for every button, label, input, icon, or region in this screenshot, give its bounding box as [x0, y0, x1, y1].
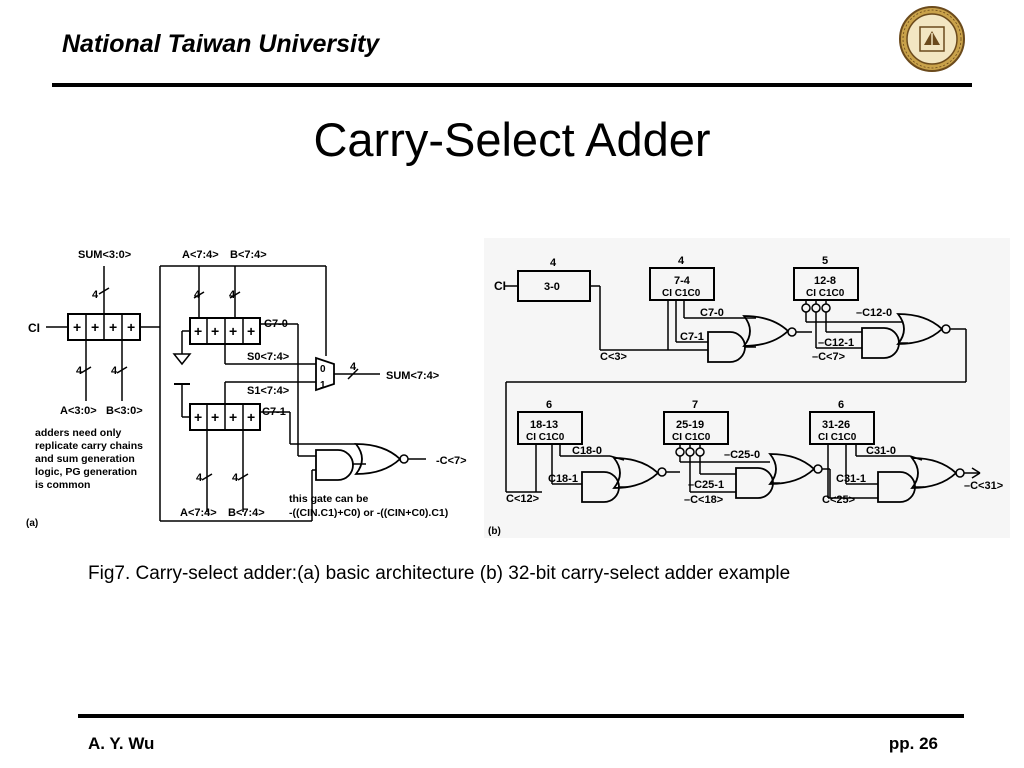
label-b-high-bottom: B<7:4>	[228, 507, 265, 519]
block-31-26-ports: CI C1C0	[818, 432, 857, 443]
label-ci: CI	[28, 321, 40, 335]
label-ci-b: CI	[494, 279, 506, 293]
slide-title: Carry-Select Adder	[313, 113, 711, 166]
note-line-5: is common	[35, 479, 90, 491]
header-rule	[52, 83, 972, 87]
label-c31-0: C31-0	[866, 445, 896, 457]
plus-h0-1: +	[194, 323, 202, 339]
label-s1: S1<7:4>	[247, 385, 289, 397]
carry-select-diagram: SUM<3:0> A<7:4> B<7:4> 4 4 4 CI + + + + …	[0, 236, 1024, 544]
tag-a: (a)	[26, 518, 38, 529]
block-7-4-width: 4	[678, 255, 685, 267]
gate-note-1: this gate can be	[289, 493, 369, 505]
label-c12-0: –C12-0	[856, 307, 892, 319]
label-width-mux: 4	[350, 361, 357, 373]
label-b-low: B<3:0>	[106, 405, 143, 417]
block-7-4	[649, 267, 715, 301]
plus-h0-2: +	[211, 323, 219, 339]
block-25-19-width: 7	[692, 399, 698, 411]
label-s0: S0<7:4>	[247, 351, 289, 363]
label-c18-0: C18-0	[572, 445, 602, 457]
plus-h0-3: +	[229, 323, 237, 339]
plus-h1-4: +	[247, 409, 255, 425]
label-sum-low: SUM<3:0>	[78, 249, 131, 261]
block-18-13	[517, 411, 583, 445]
label-c18: –C<18>	[684, 494, 723, 506]
block-31-26	[809, 411, 875, 445]
label-width-b-top: 4	[229, 289, 236, 301]
label-c18-1: C18-1	[548, 473, 578, 485]
plus-low-3: +	[109, 319, 117, 335]
note-line-4: logic, PG generation	[35, 466, 137, 478]
plus-h1-3: +	[229, 409, 237, 425]
label-c12-1: –C12-1	[818, 337, 854, 349]
plus-h1-2: +	[211, 409, 219, 425]
plus-low-2: +	[91, 319, 99, 335]
label-c7-out: -C<7>	[436, 455, 467, 467]
tag-b: (b)	[488, 526, 501, 537]
note-line-3: and sum generation	[35, 453, 135, 465]
block-25-19	[663, 411, 729, 445]
label-width-b-low: 4	[111, 365, 118, 377]
part-a-labels: SUM<3:0> A<7:4> B<7:4> 4 4 4 CI + + + + …	[26, 249, 467, 529]
label-c12: C<12>	[506, 493, 539, 505]
university-title: National Taiwan University	[62, 30, 380, 58]
label-c31: –C<31>	[964, 480, 1003, 492]
block-12-8-width: 5	[822, 255, 828, 267]
plus-low-1: +	[73, 319, 81, 335]
label-c7-1-b: C7-1	[680, 331, 704, 343]
label-width-a-bottom: 4	[196, 472, 203, 484]
label-width-sum-low: 4	[92, 289, 99, 301]
label-c3: C<3>	[600, 351, 627, 363]
label-c7-0-a: C7-0	[264, 318, 288, 330]
block-7-4-range: 7-4	[674, 275, 691, 287]
plus-h0-4: +	[247, 323, 255, 339]
label-c25-1: –C25-1	[688, 479, 724, 491]
label-mux-0: 0	[320, 364, 326, 375]
note-line-2: replicate carry chains	[35, 440, 143, 452]
part-a	[46, 265, 426, 522]
label-a-high-bottom: A<7:4>	[180, 507, 217, 519]
part-b	[505, 267, 981, 503]
university-seal-icon	[899, 6, 965, 72]
footer-page-number: pp. 26	[888, 734, 938, 753]
block-31-26-width: 6	[838, 399, 844, 411]
footer-author: A. Y. Wu	[88, 734, 155, 753]
block-3-0-width: 4	[550, 257, 557, 269]
label-b-high-top: B<7:4>	[230, 249, 267, 261]
figure-caption: Fig7. Carry-select adder:(a) basic archi…	[88, 563, 791, 584]
label-c7-1-a: C7-1	[262, 406, 286, 418]
block-31-26-range: 31-26	[822, 419, 850, 431]
label-c25: C<25>	[822, 494, 855, 506]
label-c25-0: –C25-0	[724, 449, 760, 461]
block-7-4-ports: CI C1C0	[662, 288, 701, 299]
plus-low-4: +	[127, 319, 135, 335]
part-b-labels: CI 4 3-0 4 7-4 CI C1C0 5 12-8 CI C1C0 C<…	[488, 255, 1003, 537]
label-c31-1: C31-1	[836, 473, 866, 485]
diagram-canvas: SUM<3:0> A<7:4> B<7:4> 4 4 4 CI + + + + …	[26, 238, 1010, 538]
label-width-b-bottom: 4	[232, 472, 239, 484]
label-width-a-low: 4	[76, 365, 83, 377]
footer-rule	[78, 714, 964, 718]
block-18-13-ports: CI C1C0	[526, 432, 565, 443]
note-line-1: adders need only	[35, 427, 122, 439]
label-a-low: A<3:0>	[60, 405, 97, 417]
block-25-19-range: 25-19	[676, 419, 704, 431]
block-12-8-ports: CI C1C0	[806, 288, 845, 299]
gate-note-2: -((CIN.C1)+C0) or -((CIN+C0).C1)	[289, 507, 448, 519]
label-sum-high: SUM<7:4>	[386, 370, 439, 382]
block-18-13-width: 6	[546, 399, 552, 411]
plus-h1-1: +	[194, 409, 202, 425]
block-25-19-ports: CI C1C0	[672, 432, 711, 443]
label-width-a-top: 4	[194, 289, 201, 301]
scan-background	[484, 238, 1010, 538]
label-a-high-top: A<7:4>	[182, 249, 219, 261]
label-mux-1: 1	[320, 380, 326, 391]
block-18-13-range: 18-13	[530, 419, 558, 431]
block-3-0-range: 3-0	[544, 281, 560, 293]
label-c7-b: –C<7>	[812, 351, 845, 363]
block-12-8-range: 12-8	[814, 275, 836, 287]
label-c7-0-b: C7-0	[700, 307, 724, 319]
